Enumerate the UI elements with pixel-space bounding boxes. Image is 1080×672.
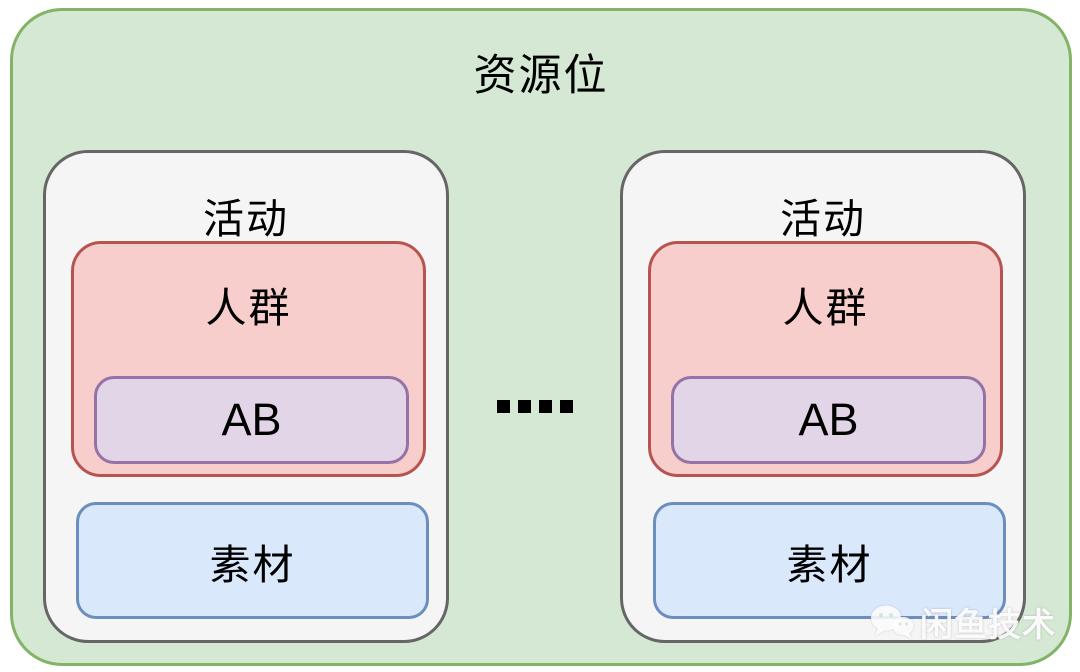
ab-test-label: AB [798, 394, 859, 445]
ellipsis-dot [539, 399, 552, 413]
material-box: 素材 [76, 502, 429, 619]
activity-box-1: 活动 人群 AB 素材 [43, 150, 449, 643]
ab-test-label: AB [221, 394, 282, 445]
material-label: 素材 [786, 541, 873, 588]
crowd-label: 人群 [782, 285, 869, 331]
ab-test-box: AB [94, 376, 409, 464]
crowd-box: 人群 AB [648, 241, 1003, 477]
material-label: 素材 [209, 541, 296, 588]
activity-label: 活动 [780, 196, 866, 242]
ellipsis-dot [560, 399, 573, 413]
crowd-label: 人群 [205, 285, 292, 331]
ellipsis-dots [497, 398, 573, 414]
activity-box-2: 活动 人群 AB 素材 [620, 150, 1026, 643]
ellipsis-dot [518, 399, 531, 413]
activity-label: 活动 [203, 196, 289, 242]
resource-slot-label: 资源位 [473, 52, 609, 100]
resource-slot-container: 资源位 活动 人群 AB 素材 活动 人群 AB [10, 8, 1072, 666]
crowd-box: 人群 AB [71, 241, 426, 477]
ab-test-box: AB [671, 376, 986, 464]
ellipsis-dot [497, 399, 510, 413]
material-box: 素材 [653, 502, 1006, 619]
